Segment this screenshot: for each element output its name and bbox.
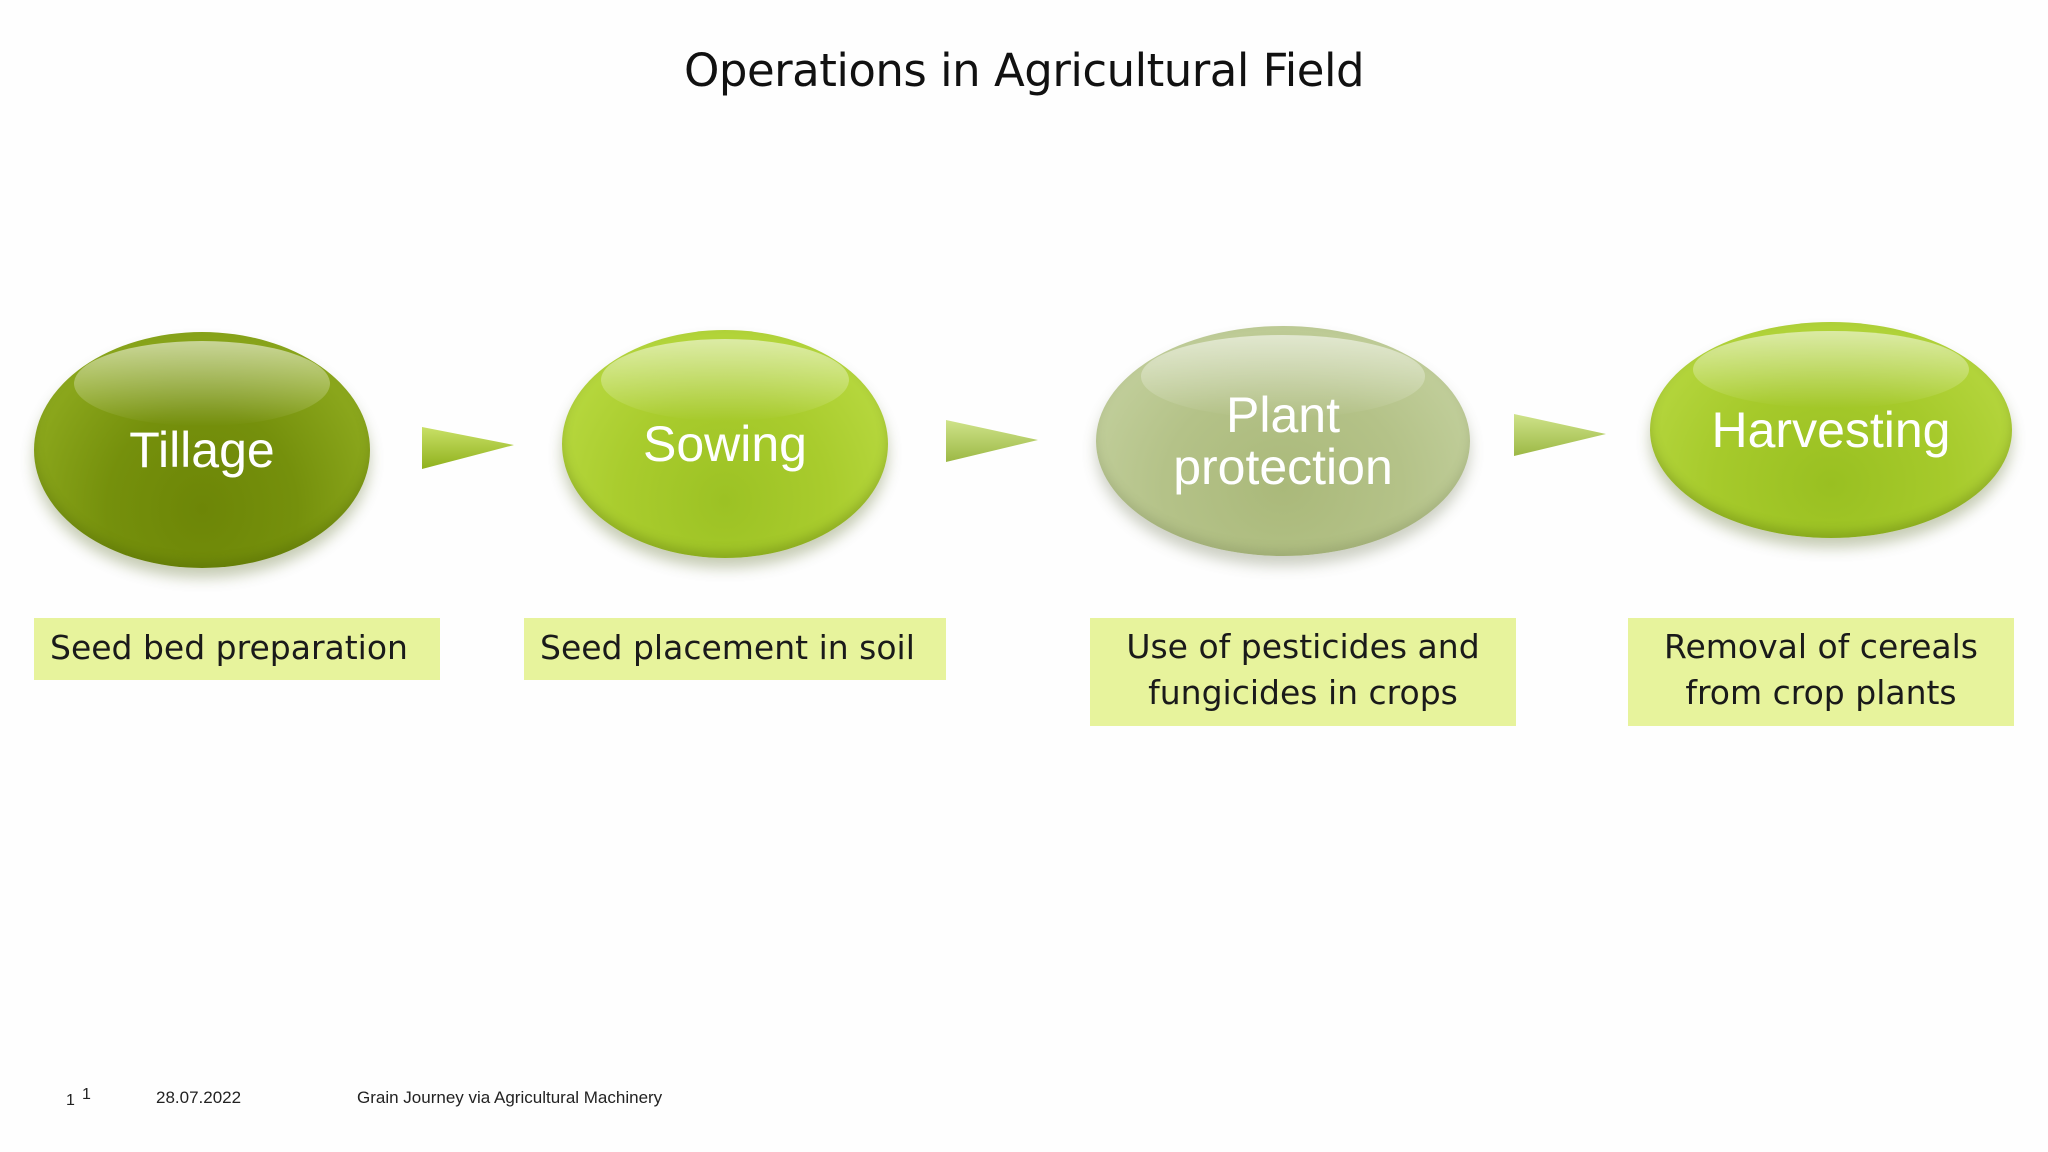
step-plant-protection-description: Use of pesticides and fungicides in crop… (1090, 618, 1516, 726)
footer-page-number: 1 (66, 1092, 75, 1109)
description-line: Seed bed preparation (50, 628, 408, 667)
step-harvesting-ellipse: Harvesting (1650, 322, 2012, 538)
arrow-right-icon (422, 427, 514, 469)
step-label-line: Sowing (643, 415, 807, 472)
step-label: Plant protection (1173, 386, 1393, 495)
step-label-line: Tillage (129, 421, 275, 478)
step-sowing-description: Seed placement in soil (524, 618, 946, 680)
footer-date: 28.07.2022 (156, 1088, 242, 1107)
step-label: Tillage (129, 424, 274, 477)
step-label: Sowing (643, 418, 807, 471)
step-label-line: Harvesting (1711, 401, 1951, 458)
step-label-line: protection (1173, 439, 1393, 495)
description-line: Removal of cereals (1664, 627, 1978, 666)
footer-page-number: 1 (82, 1086, 91, 1103)
arrow-right-icon (946, 420, 1038, 462)
description-line: from crop plants (1685, 673, 1957, 712)
step-harvesting-description: Removal of cereals from crop plants (1628, 618, 2014, 726)
step-tillage-description: Seed bed preparation (34, 618, 440, 680)
slide-title: Operations in Agricultural Field (683, 44, 1365, 97)
step-tillage-ellipse: Tillage (34, 332, 370, 568)
step-label: Harvesting (1712, 404, 1951, 457)
step-sowing-ellipse: Sowing (562, 330, 888, 558)
arrow-right-icon (1514, 414, 1606, 456)
step-plant-protection-ellipse: Plant protection (1096, 326, 1470, 556)
description-line: Use of pesticides and (1126, 627, 1480, 666)
description-line: fungicides in crops (1148, 673, 1458, 712)
description-line: Seed placement in soil (540, 628, 915, 667)
footer-presentation-title: Grain Journey via Agricultural Machinery (357, 1088, 663, 1107)
step-label-line: Plant (1226, 386, 1340, 443)
